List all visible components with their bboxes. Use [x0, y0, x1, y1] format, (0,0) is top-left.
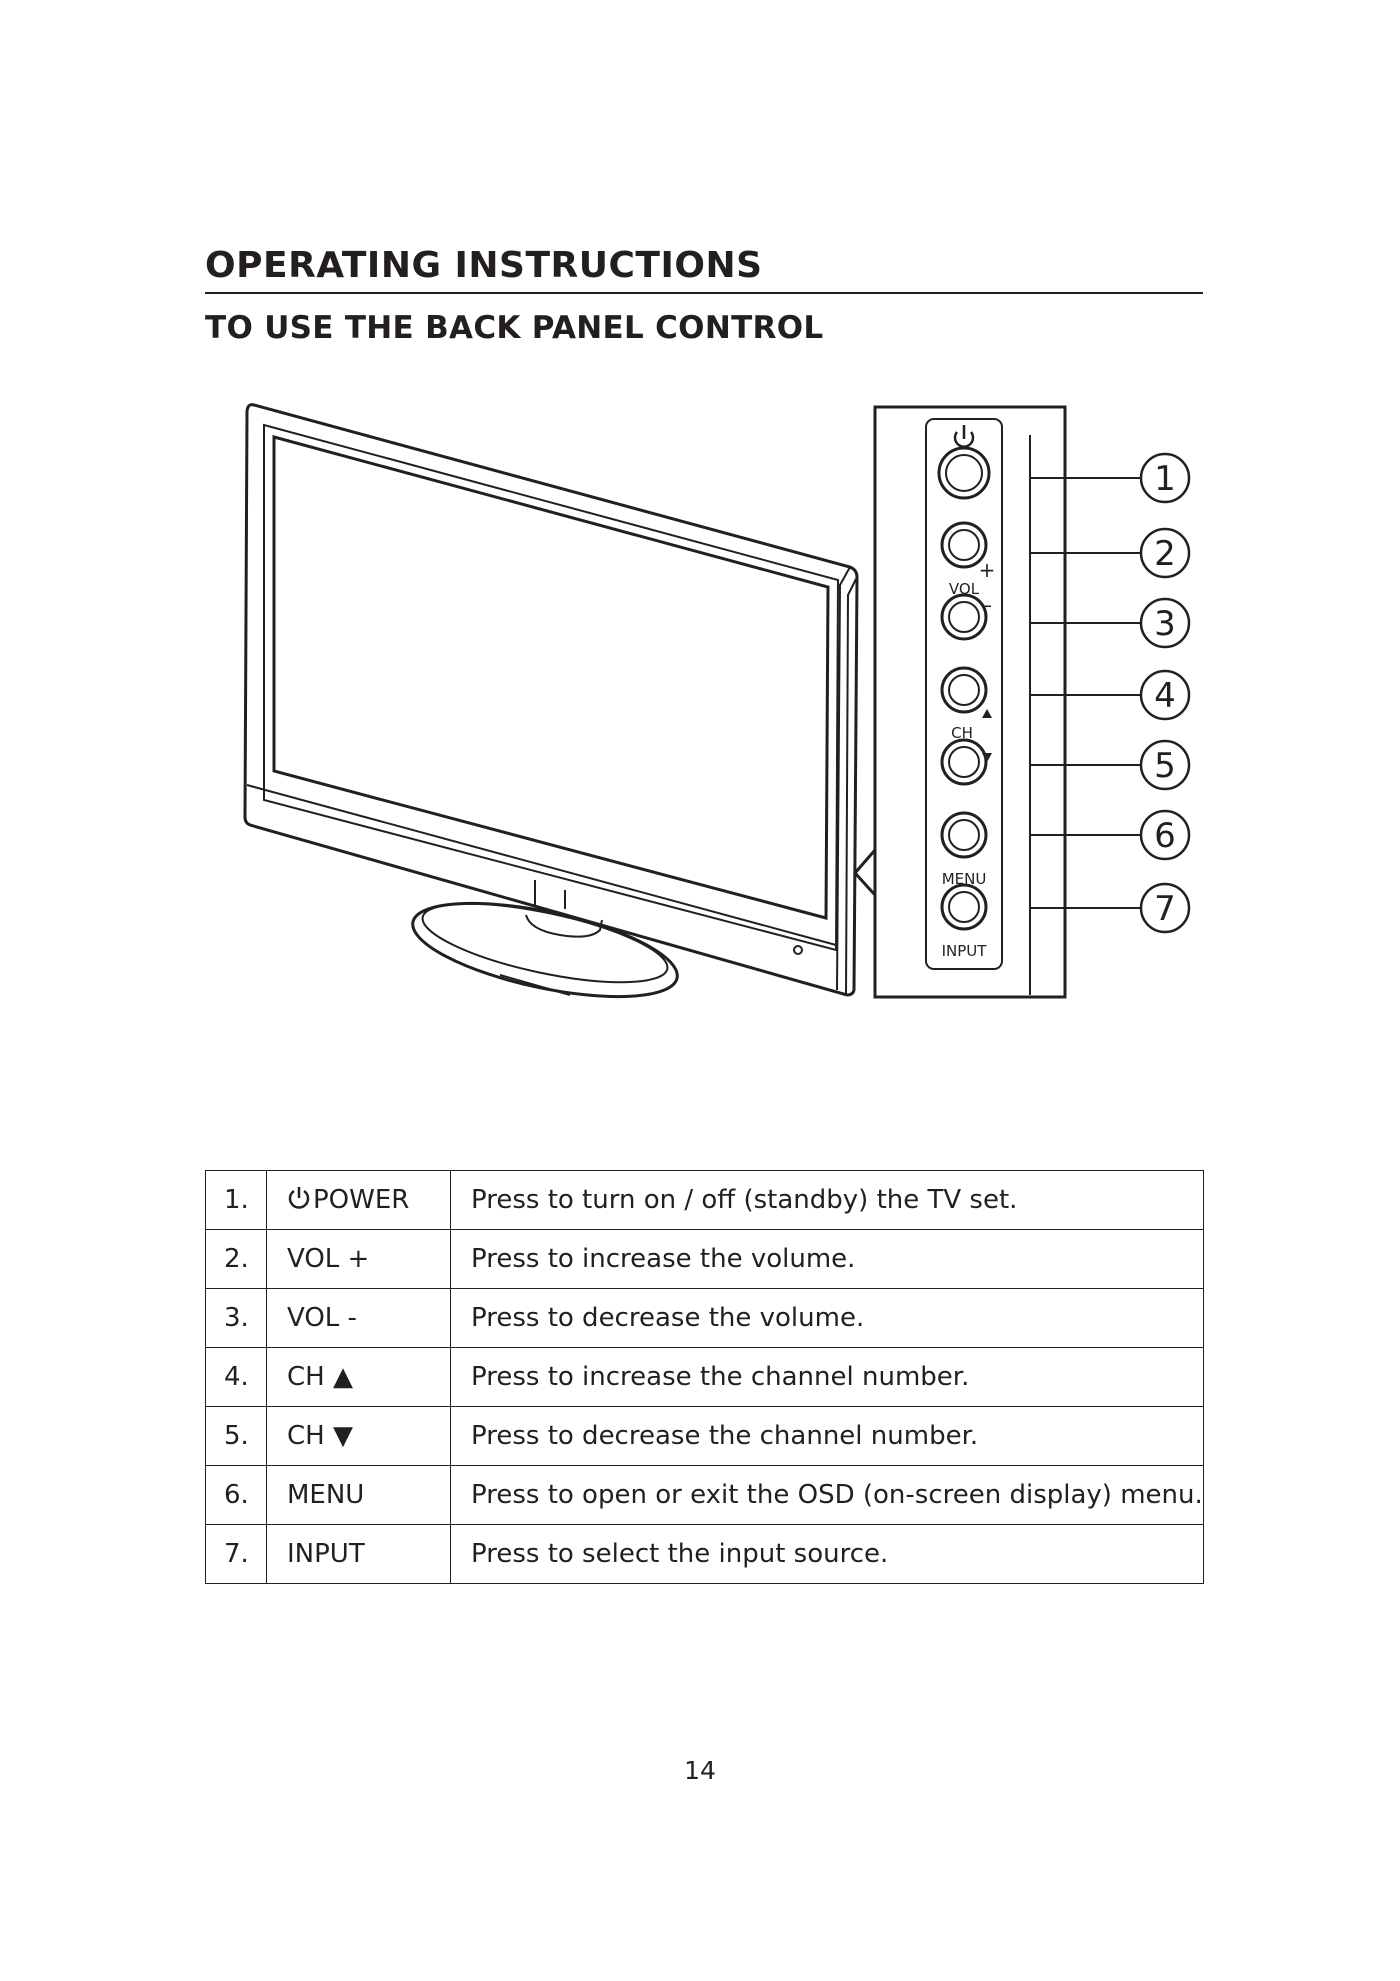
control-description: Press to increase the channel number. [450, 1347, 1204, 1407]
control-description: Press to increase the volume. [450, 1229, 1204, 1289]
callout-7: 7 [1154, 889, 1176, 929]
table-row: 1. POWER Press to turn on / off (standby… [205, 1170, 1204, 1230]
control-description: Press to decrease the volume. [450, 1288, 1204, 1348]
panel-label-vol: VOL [949, 580, 980, 598]
control-description: Press to open or exit the OSD (on-screen… [450, 1465, 1204, 1525]
callout-1: 1 [1154, 459, 1176, 499]
control-name: INPUT [266, 1524, 451, 1584]
callout-2: 2 [1154, 534, 1176, 574]
table-row: 5. CH ▼ Press to decrease the channel nu… [205, 1406, 1204, 1466]
panel-label-input: INPUT [942, 942, 988, 960]
panel-label-plus: + [979, 558, 996, 582]
ch-up-arrow-icon [982, 709, 992, 718]
table-row: 4. CH ▲ Press to increase the channel nu… [205, 1347, 1204, 1407]
table-row: 3. VOL - Press to decrease the volume. [205, 1288, 1204, 1348]
power-icon [288, 1187, 310, 1209]
control-name: VOL + [266, 1229, 451, 1289]
control-description: Press to select the input source. [450, 1524, 1204, 1584]
control-panel-box: + VOL – CH MENU INPUT [852, 405, 1067, 999]
power-icon [953, 425, 975, 448]
page-heading: OPERATING INSTRUCTIONS [205, 245, 1203, 294]
callouts: 1 2 3 4 5 6 7 [1030, 452, 1191, 934]
tv-illustration [243, 403, 859, 999]
ch-down-arrow-icon [982, 753, 992, 762]
panel-buttons [937, 446, 991, 931]
row-number: 3. [205, 1288, 267, 1348]
row-number: 4. [205, 1347, 267, 1407]
row-number: 1. [205, 1170, 267, 1230]
callout-4: 4 [1154, 676, 1176, 716]
tv-back-panel-diagram: + VOL – CH MENU INPUT 1 2 3 [243, 403, 1191, 999]
row-number: 2. [205, 1229, 267, 1289]
callout-3: 3 [1154, 604, 1176, 644]
controls-table: 1. POWER Press to turn on / off (standby… [205, 1170, 1204, 1584]
panel-label-ch: CH [951, 724, 973, 742]
callout-6: 6 [1154, 816, 1176, 856]
table-row: 6. MENU Press to open or exit the OSD (o… [205, 1465, 1204, 1525]
control-name: MENU [266, 1465, 451, 1525]
control-name: CH ▼ [266, 1406, 451, 1466]
callout-5: 5 [1154, 746, 1176, 786]
control-name-text: POWER [313, 1185, 410, 1215]
control-name: POWER [266, 1170, 451, 1230]
table-row: 7. INPUT Press to select the input sourc… [205, 1524, 1204, 1584]
row-number: 6. [205, 1465, 267, 1525]
page-number: 14 [684, 1756, 716, 1785]
control-description: Press to turn on / off (standby) the TV … [450, 1170, 1204, 1230]
row-number: 7. [205, 1524, 267, 1584]
control-name: CH ▲ [266, 1347, 451, 1407]
row-number: 5. [205, 1406, 267, 1466]
control-name: VOL - [266, 1288, 451, 1348]
section-subheading: TO USE THE BACK PANEL CONTROL [205, 310, 824, 346]
control-description: Press to decrease the channel number. [450, 1406, 1204, 1466]
panel-label-menu: MENU [942, 870, 987, 888]
panel-label-minus: – [982, 593, 992, 617]
table-row: 2. VOL + Press to increase the volume. [205, 1229, 1204, 1289]
